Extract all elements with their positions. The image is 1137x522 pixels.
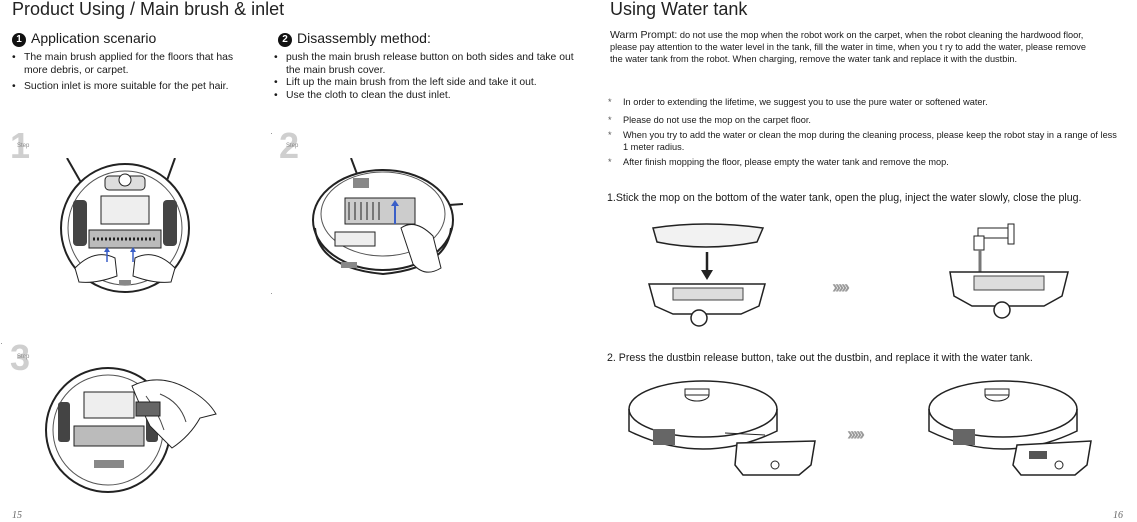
arrow-chevrons-icon: ›››››	[847, 424, 865, 444]
step-2-brush-removal-illustration	[312, 158, 464, 276]
list-item: * After finish mopping the floor, please…	[608, 157, 949, 167]
bullet-icon: •	[274, 52, 278, 63]
bullet-icon: •	[12, 52, 16, 63]
list-item: • Lift up the main brush from the left s…	[274, 77, 537, 88]
step-1-number: 1	[10, 125, 31, 166]
step-1-robot-underside-illustration	[60, 158, 190, 293]
bullet-icon: •	[12, 81, 16, 92]
crop-mark	[1, 343, 2, 344]
instruction-1: 1.Stick the mop on the bottom of the wat…	[607, 192, 1082, 204]
list-item: • The main brush applied for the floors …	[12, 52, 234, 76]
list-item: • Use the cloth to clean the dust inlet.	[274, 89, 451, 101]
robot-water-tank-install-illustration	[928, 380, 1092, 476]
application-scenario-heading: 1 Application scenario	[12, 30, 156, 47]
star-icon: *	[608, 157, 612, 167]
crop-mark	[271, 293, 272, 294]
step-3-cloth-cleaning-illustration	[45, 367, 217, 493]
robot-dustbin-removal-illustration	[628, 380, 816, 476]
right-page-title: Using Water tank	[610, 0, 748, 19]
instruction-2: 2. Press the dustbin release button, tak…	[607, 352, 1033, 364]
list-item: • push the main brush release button on …	[274, 52, 574, 76]
crop-mark	[271, 133, 272, 134]
arrow-chevrons-icon: ›››››	[832, 277, 850, 297]
mop-attach-illustration	[648, 223, 766, 327]
star-icon: *	[608, 130, 612, 140]
warm-prompt-text: do not use the mop when the robot work o…	[610, 30, 1086, 64]
star-icon: *	[608, 114, 612, 125]
warm-prompt-label: Warm Prompt:	[610, 29, 678, 41]
left-page-title: Product Using / Main brush & inlet	[12, 0, 285, 19]
page-number-left: 15	[12, 510, 22, 521]
star-icon: *	[608, 97, 612, 107]
page-number-right: 16	[1113, 510, 1123, 521]
list-item: • Suction inlet is more suitable for the…	[12, 81, 229, 92]
step-2-label: Step	[286, 143, 299, 149]
section-number-badge: 2	[278, 33, 292, 47]
warm-prompt: Warm Prompt: do not use the mop when the…	[610, 29, 1100, 65]
disassembly-method-list: • push the main brush release button on …	[274, 52, 574, 102]
notes-list: * In order to extending the lifetime, we…	[608, 97, 1128, 169]
list-item: * When you try to add the water or clean…	[608, 130, 1117, 152]
disassembly-method-heading: 2 Disassembly method:	[278, 30, 431, 47]
heading-text: Application scenario	[31, 30, 157, 46]
list-item: * In order to extending the lifetime, we…	[608, 97, 988, 107]
step-3-number: 3	[10, 337, 31, 378]
application-scenario-list: • The main brush applied for the floors …	[12, 52, 252, 94]
water-fill-illustration	[949, 223, 1069, 319]
bullet-icon: •	[274, 89, 278, 101]
step-1-label: Step	[17, 143, 30, 149]
step-2-number: 2	[279, 125, 300, 166]
heading-text: Disassembly method:	[297, 30, 431, 46]
section-number-badge: 1	[12, 33, 26, 47]
list-item: * Please do not use the mop on the carpe…	[608, 114, 811, 125]
bullet-icon: •	[274, 77, 278, 88]
step-3-label: Step	[17, 354, 30, 360]
